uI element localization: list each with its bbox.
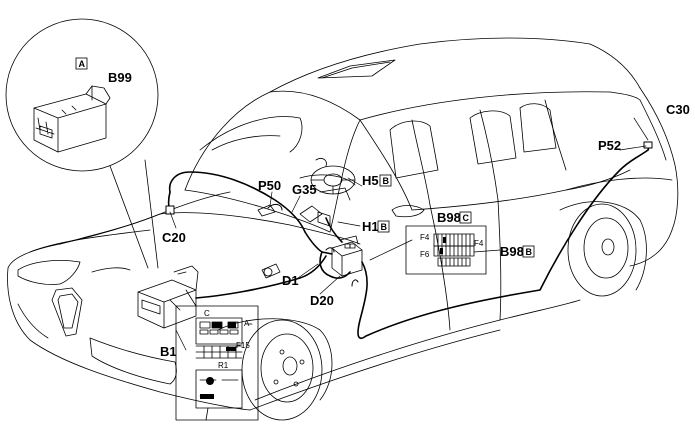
battery-b99-detail	[33, 85, 111, 153]
leader-lines	[169, 117, 649, 351]
label-p52: P52	[598, 138, 621, 153]
battery-b1	[137, 265, 199, 329]
label-h5: H5	[362, 173, 379, 188]
engine-bay-parts	[257, 204, 331, 279]
label-h1-box: B	[381, 222, 388, 232]
label-c30: C30	[666, 102, 690, 117]
label-b99-box: A	[79, 59, 86, 69]
label-b98-c-box: C	[463, 213, 470, 223]
label-f4-left: F4	[420, 233, 430, 242]
fuse-panel-right	[405, 225, 487, 275]
car-body-outline	[7, 37, 679, 411]
fuse-panel-left-fills	[200, 322, 236, 399]
rear-wheel	[559, 201, 647, 297]
label-b98-b-box: B	[526, 247, 533, 257]
label-c20: C20	[162, 230, 186, 245]
interior-details	[199, 103, 557, 201]
steering-wheel	[310, 158, 356, 195]
label-c: C	[204, 309, 210, 318]
label-b1: B1	[160, 344, 177, 359]
label-g35: G35	[292, 182, 317, 197]
wiring-harness	[167, 143, 651, 340]
label-f6: F6	[420, 250, 430, 259]
front-wheel	[217, 318, 333, 421]
label-h5-box: B	[383, 176, 390, 186]
magnifier-callout	[5, 18, 159, 269]
label-f4-right: F4	[474, 239, 484, 248]
label-b98-c: B98	[437, 210, 461, 225]
label-r1: R1	[218, 361, 229, 370]
label-h1: H1	[362, 219, 379, 234]
label-f15: F15	[236, 341, 250, 350]
label-b99: B99	[108, 70, 132, 85]
connectors	[165, 141, 653, 287]
label-p50: P50	[258, 178, 281, 193]
label-d20: D20	[310, 293, 334, 308]
fusebox-d20	[331, 235, 363, 277]
label-a: A	[244, 319, 250, 328]
fuse-panel-left	[169, 289, 259, 421]
label-b98-b: B98	[500, 244, 524, 259]
label-d1: D1	[282, 273, 299, 288]
labels: A B99 C20 P50 G35 H5 B H1 B B98 C B98 B …	[75, 57, 690, 370]
fuse-panel-right-fills	[440, 237, 446, 254]
